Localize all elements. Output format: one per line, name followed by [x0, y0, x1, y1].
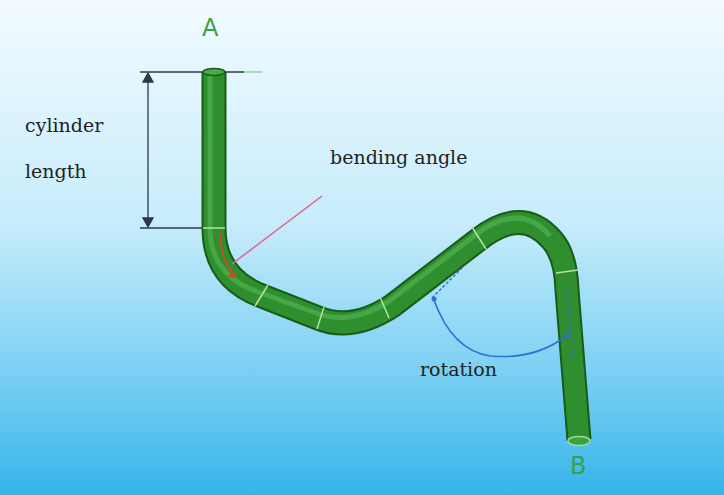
bend-angle-arc [220, 232, 236, 276]
rotation-dot [432, 297, 437, 302]
tube-highlight [210, 72, 550, 318]
rotation-axis [432, 268, 462, 298]
tube-end-a [203, 69, 225, 76]
point-label: B [570, 452, 586, 480]
dimension-lines [140, 72, 244, 228]
leader-line [232, 196, 322, 264]
tube-end-b [568, 437, 590, 446]
rotation-arc [434, 300, 566, 357]
callout-label: rotation [420, 358, 497, 380]
callout-label: bending angle [330, 146, 467, 168]
rotation-dot [564, 334, 569, 339]
dimension-label: cylinder length [25, 102, 145, 194]
bend-angle-arrowhead [228, 270, 238, 278]
segment-seams [203, 227, 578, 329]
rotation-axis [567, 290, 573, 360]
point-label: A [202, 14, 218, 42]
axis-line [244, 71, 262, 72]
tube-outline [214, 72, 579, 440]
tube-body [214, 72, 579, 440]
